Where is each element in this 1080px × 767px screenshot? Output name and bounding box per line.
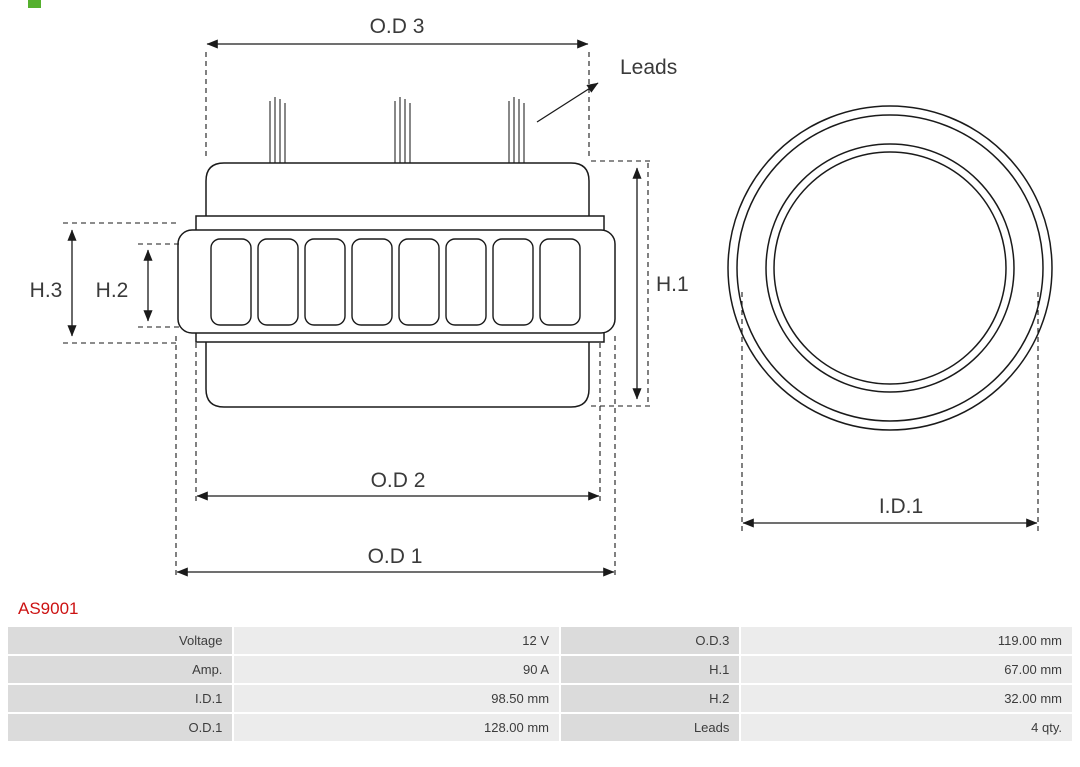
dimension-label-id1: I.D.1 — [879, 495, 923, 518]
spec-label: H.1 — [561, 656, 740, 683]
spec-value: 90 A — [234, 656, 560, 683]
spec-value: 4 qty. — [741, 714, 1072, 741]
dimension-label-od3: O.D 3 — [370, 15, 425, 38]
leads-callout: Leads — [536, 56, 677, 123]
brand-accent-mark — [28, 0, 41, 8]
dimension-label-h3: H.3 — [30, 279, 63, 302]
spec-value: 67.00 mm — [741, 656, 1072, 683]
table-row: I.D.1 98.50 mm H.2 32.00 mm — [8, 685, 1072, 712]
spec-value: 12 V — [234, 627, 560, 654]
dimension-h2: H.2 — [96, 243, 180, 328]
spec-label: I.D.1 — [8, 685, 233, 712]
dimension-label-od1: O.D 1 — [368, 545, 423, 568]
dimension-od1: O.D 1 — [175, 336, 616, 578]
stator-front-view — [727, 105, 1053, 431]
stator-technical-drawing: O.D 3 Leads H.1 H.3 H.2 O.D 2 O — [30, 15, 1053, 578]
dimension-label-h2: H.2 — [96, 279, 129, 302]
stator-side-view — [177, 162, 616, 408]
spec-label: Voltage — [8, 627, 233, 654]
spec-value: 128.00 mm — [234, 714, 560, 741]
table-row: Amp. 90 A H.1 67.00 mm — [8, 656, 1072, 683]
spec-label: O.D.1 — [8, 714, 233, 741]
spec-label: Leads — [561, 714, 740, 741]
spec-label: Amp. — [8, 656, 233, 683]
dimension-label-od2: O.D 2 — [371, 469, 426, 492]
spec-label: H.2 — [561, 685, 740, 712]
spec-value: 32.00 mm — [741, 685, 1072, 712]
spec-label: O.D.3 — [561, 627, 740, 654]
table-row: O.D.1 128.00 mm Leads 4 qty. — [8, 714, 1072, 741]
dimension-id1: I.D.1 — [741, 292, 1039, 533]
part-number: AS9001 — [18, 599, 79, 618]
specs-table: Voltage 12 V O.D.3 119.00 mm Amp. 90 A H… — [6, 625, 1074, 743]
table-row: Voltage 12 V O.D.3 119.00 mm — [8, 627, 1072, 654]
stator-leads-wires — [269, 97, 525, 164]
spec-value: 98.50 mm — [234, 685, 560, 712]
dimension-od3: O.D 3 — [205, 15, 590, 160]
dimension-label-h1: H.1 — [656, 273, 689, 296]
spec-value: 119.00 mm — [741, 627, 1072, 654]
dimension-h1: H.1 — [591, 160, 689, 407]
dimension-od2: O.D 2 — [195, 343, 601, 501]
leads-label: Leads — [620, 56, 677, 79]
dimension-h3: H.3 — [30, 222, 178, 344]
